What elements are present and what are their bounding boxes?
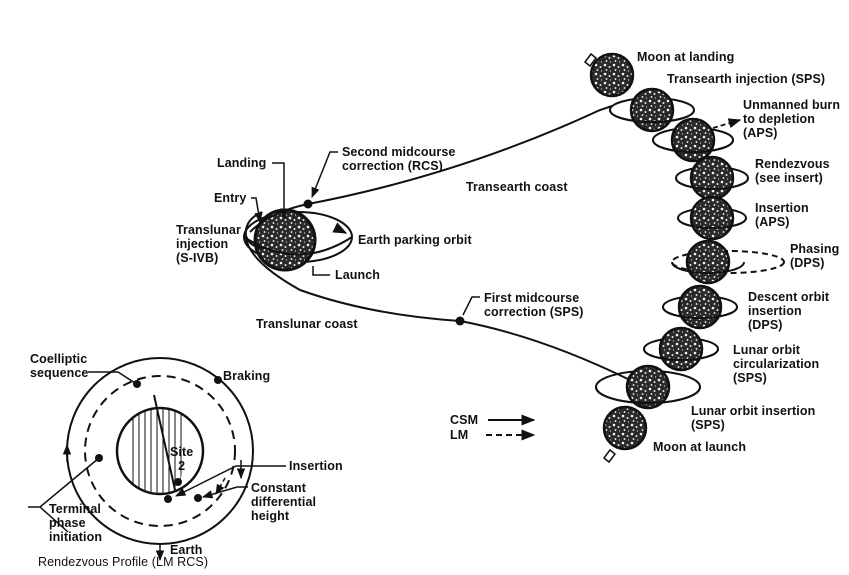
- legend: [486, 414, 536, 441]
- second-midcourse-leader: [311, 151, 338, 198]
- moon-phase-2: [652, 117, 734, 163]
- label-transearth-coast: Transearth coast: [466, 180, 568, 194]
- lunar-orbit-front: [643, 348, 719, 361]
- label-landing: Landing: [217, 156, 267, 170]
- lunar-orbit-front: [675, 177, 749, 190]
- label-insertion: Insertion: [289, 459, 343, 473]
- moon-label-2: Unmanned burn to depletion (APS): [743, 98, 841, 140]
- moon-label-6: Descent orbit insertion (DPS): [748, 290, 830, 332]
- moon: [677, 284, 723, 330]
- depletion-arrow: [712, 118, 742, 129]
- legend-lm-label: LM: [450, 428, 469, 442]
- label-coelliptic: Coelliptic sequence: [30, 352, 89, 380]
- moon-phase-7: [643, 326, 719, 372]
- label-translunar-injection: Translunar injection (S-IVB): [176, 223, 241, 265]
- spacecraft-icon: [602, 448, 617, 464]
- translunar-trajectory: [245, 237, 631, 381]
- lunar-orbit-front: [662, 306, 738, 319]
- label-site: Site 2: [170, 445, 194, 473]
- moon-phase-6: [662, 284, 738, 330]
- label-constant-dh: Constant differential height: [251, 481, 317, 523]
- moon-label-3: Rendezvous (see insert): [755, 157, 830, 185]
- first-midcourse-point: [455, 316, 465, 326]
- entry-loop: [244, 211, 267, 249]
- rendezvous-insert: [28, 357, 286, 562]
- earth: [253, 208, 317, 272]
- label-translunar-coast: Translunar coast: [256, 317, 358, 331]
- moon-sequence: [583, 52, 785, 464]
- lunar-orbit-front: [677, 217, 747, 229]
- moon-phase-4: [677, 195, 747, 241]
- label-earth-parking-orbit: Earth parking orbit: [358, 233, 472, 247]
- parking-orbit-front: [243, 236, 353, 256]
- moon: [589, 52, 635, 98]
- lunar-orbit-front: [595, 386, 701, 404]
- label-tpi: Terminal phase initiation: [49, 502, 103, 544]
- label-earth-direction: Earth: [170, 543, 203, 557]
- moon-label-0: Moon at landing: [637, 50, 735, 64]
- moon-dark-side: [130, 409, 189, 493]
- label-second-midcourse: Second midcourse correction (RCS): [342, 145, 456, 173]
- moon: [625, 364, 671, 410]
- moon: [629, 87, 675, 133]
- insertion-point: [164, 495, 172, 503]
- moon: [689, 195, 735, 241]
- label-entry: Entry: [214, 191, 247, 205]
- moon: [658, 326, 704, 372]
- entry-leader: [251, 197, 263, 224]
- second-midcourse-point: [303, 199, 313, 209]
- site-point: [174, 478, 182, 486]
- label-braking: Braking: [223, 369, 271, 383]
- moon-phase-0: [583, 52, 635, 98]
- cdh-point: [194, 494, 202, 502]
- moon-label-9: Moon at launch: [653, 440, 747, 454]
- label-launch: Launch: [335, 268, 381, 282]
- moon-phase-9: [602, 405, 648, 464]
- moon: [689, 155, 735, 201]
- coelliptic-point: [133, 380, 141, 388]
- moon: [670, 117, 716, 163]
- label-first-midcourse: First midcourse correction (SPS): [484, 291, 584, 319]
- parking-orbit-arrow: [332, 222, 348, 234]
- transearth-trajectory: [249, 105, 613, 233]
- moon: [685, 239, 731, 285]
- moon-label-5: Phasing (DPS): [790, 242, 840, 270]
- lm-orbit: [84, 375, 236, 527]
- braking-point: [214, 376, 222, 384]
- lunar-orbit-front: [652, 139, 734, 153]
- landing-leader: [272, 162, 289, 220]
- moon-phase-5: [671, 239, 785, 285]
- moon-phase-3: [675, 155, 749, 201]
- moon-phase-8: [595, 364, 701, 410]
- lunar-orbit-front: [609, 109, 695, 123]
- moon-label-7: Lunar orbit circularization (SPS): [733, 343, 820, 385]
- moon-label-8: Lunar orbit insertion (SPS): [691, 404, 816, 432]
- legend-csm-label: CSM: [450, 413, 479, 427]
- moon: [602, 405, 648, 451]
- first-midcourse-leader: [462, 296, 480, 316]
- moon-phase-1: [609, 87, 695, 133]
- spacecraft-icon: [583, 52, 598, 68]
- launch-leader: [312, 266, 330, 276]
- moon-label-1: Transearth injection (SPS): [667, 72, 826, 86]
- lunar-orbit: [671, 250, 785, 274]
- lunar-orbit-front: [671, 261, 745, 274]
- moon-label-4: Insertion (APS): [755, 201, 809, 229]
- insert-title: Rendezvous Profile (LM RCS): [38, 555, 209, 569]
- earth-group: [243, 208, 353, 272]
- terminator: [153, 394, 176, 491]
